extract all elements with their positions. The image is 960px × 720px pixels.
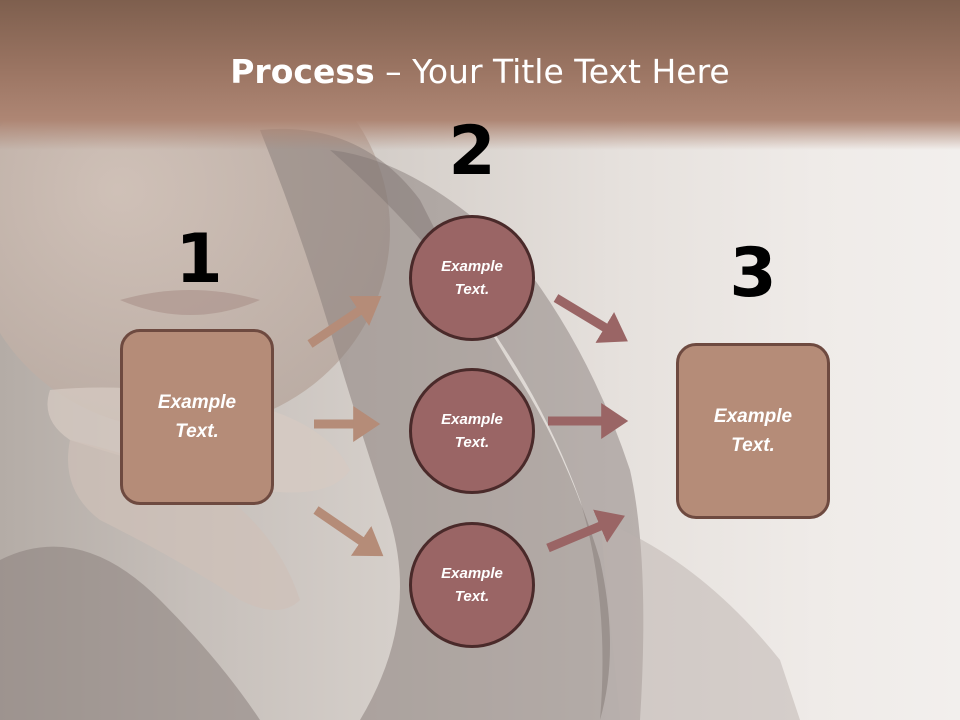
step-2-circle-middle: Example Text. [409, 368, 535, 494]
title-bold: Process [230, 52, 375, 91]
step-3-box-text: Example Text. [713, 406, 793, 456]
circle-top-text: Example Text. [441, 258, 503, 298]
circle-middle-text: Example Text. [441, 411, 503, 451]
title-rest: – Your Title Text Here [374, 52, 730, 91]
step-3-box: Example Text. [676, 343, 830, 519]
step-number-2: 2 [448, 112, 496, 191]
step-number-1: 1 [175, 220, 223, 299]
arrow-1-to-bottom [313, 506, 384, 557]
step-2-circle-top: Example Text. [409, 215, 535, 341]
step-1-box-text: Example Text. [157, 392, 237, 442]
slide-title: Process – Your Title Text Here [0, 52, 960, 91]
step-1-box: Example Text. [120, 329, 274, 505]
circle-bottom-text: Example Text. [441, 565, 503, 605]
arrow-bottom-to-3 [546, 509, 625, 553]
step-number-3: 3 [729, 234, 777, 313]
header-band [0, 0, 960, 150]
arrow-top-to-3 [553, 294, 628, 343]
arrow-1-to-top [307, 295, 382, 348]
step-2-circle-bottom: Example Text. [409, 522, 535, 648]
